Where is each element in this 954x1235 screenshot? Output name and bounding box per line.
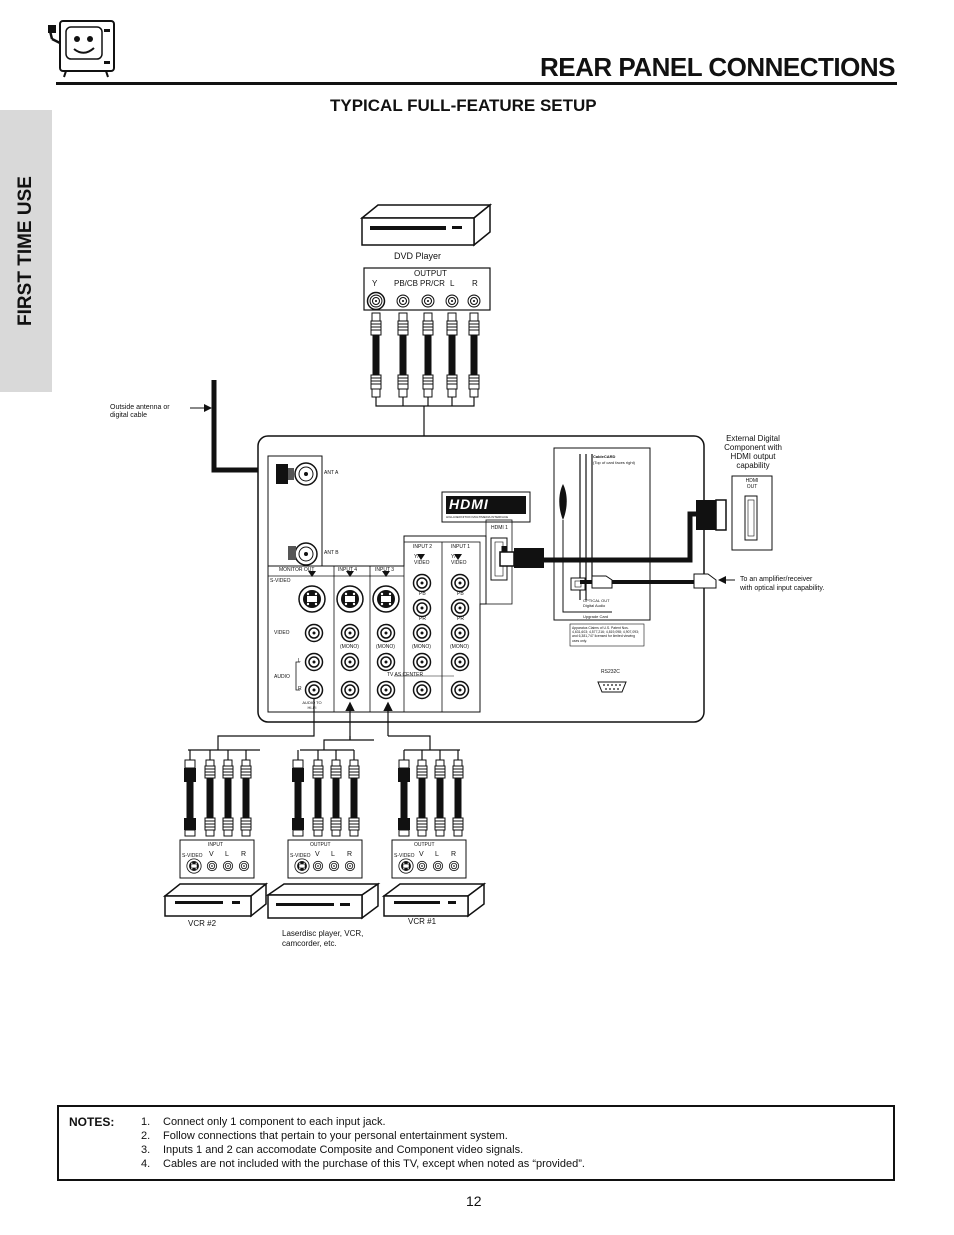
s-video-label: S-VIDEO: [270, 578, 291, 584]
cablecard-note: (Top of card faces right): [593, 460, 636, 465]
connection-diagram: [162, 203, 773, 920]
vcr1-v: V: [419, 851, 424, 858]
vcr1-s-video: S-VIDEO: [394, 853, 415, 859]
input1-y-video: Y/ VIDEO: [451, 554, 467, 566]
note-item: 4.Cables are not included with the purch…: [141, 1158, 585, 1170]
vcr2-v: V: [209, 851, 214, 858]
vcr2-label: VCR #2: [188, 919, 217, 928]
input4-mono: (MONO): [340, 644, 359, 650]
audio-r-label: R: [298, 686, 302, 692]
upgrade-card-label: Upgrade Card: [583, 614, 609, 619]
antenna-label-2: digital cable: [110, 412, 147, 419]
note-item: 1.Connect only 1 component to each input…: [141, 1116, 386, 1128]
input3-label: INPUT 3: [375, 567, 395, 573]
vcr1-label: VCR #1: [408, 917, 437, 926]
page-title: REAR PANEL CONNECTIONS: [540, 52, 895, 82]
amplifier-label-2: with optical input capability.: [740, 585, 825, 592]
video-label: VIDEO: [274, 630, 290, 636]
monitor-out-label: MONITOR OUT: [279, 567, 315, 573]
vcr1-icon: [381, 882, 487, 918]
hdmi1-label: HDMI 1: [491, 525, 508, 531]
tv-mascot-icon: [46, 17, 118, 79]
vcr1-r: R: [451, 851, 457, 858]
input3-mono: (MONO): [376, 644, 395, 650]
hdmi-out-label: HDMI OUT: [745, 478, 759, 490]
input4-label: INPUT 4: [338, 567, 358, 573]
notes-box: NOTES: 1.Connect only 1 component to eac…: [57, 1105, 895, 1181]
dvd-jack-y: Y: [372, 279, 378, 288]
laserdisc-panel-title: OUTPUT: [310, 842, 331, 848]
note-item: 3.Inputs 1 and 2 can accomodate Composit…: [141, 1144, 524, 1156]
tv-as-center-label: TV AS CENTER: [387, 672, 424, 678]
page-number: 12: [466, 1193, 482, 1209]
amplifier-label-1: To an amplifier/receiver: [740, 576, 813, 583]
optical-out-label: OPTICAL OUT: [583, 598, 610, 603]
audio-l-label: L: [298, 658, 301, 664]
optical-digital-label: Digital Audio: [583, 603, 606, 608]
ant-b-label: ANT B: [324, 550, 339, 556]
vcr2-icon: [162, 882, 269, 918]
vcr2-l: L: [225, 851, 229, 858]
external-hdmi-label: External Digital Component with HDMI out…: [724, 434, 782, 470]
cablecard-label: CableCARD: [593, 454, 616, 459]
dvd-player-label: DVD Player: [394, 251, 442, 261]
ant-a-label: ANT A: [324, 470, 339, 476]
dvd-jack-pb: PB/CB: [394, 279, 419, 288]
antenna-label-1: Outside antenna or: [110, 404, 170, 411]
patent-notice: Apparatus Claims of U.S. Patent Nos. 4,6…: [572, 626, 639, 643]
laserdisc-icon: [265, 882, 381, 920]
note-item: 2.Follow connections that pertain to you…: [141, 1130, 508, 1142]
input1-mono: (MONO): [450, 644, 469, 650]
input2-label: INPUT 2: [413, 544, 433, 550]
laserdisc-label: Laserdisc player, VCR, camcorder, etc.: [282, 929, 364, 948]
hdmi-tagline: HIGH-DEFINITION MULTIMEDIA INTERFACE: [446, 515, 509, 519]
input2-pr: PR: [419, 616, 426, 622]
input2-y-video: Y/ VIDEO: [414, 554, 430, 566]
laserdisc-r: R: [347, 851, 353, 858]
vcr2-r: R: [241, 851, 247, 858]
vcr1-panel-title: OUTPUT: [414, 842, 435, 848]
input2-pb: PB: [419, 591, 426, 597]
laserdisc-l: L: [331, 851, 335, 858]
section-subtitle: TYPICAL FULL-FEATURE SETUP: [330, 96, 597, 115]
dvd-jack-r: R: [472, 279, 478, 288]
dvd-player-icon: [359, 203, 493, 247]
laserdisc-v: V: [315, 851, 320, 858]
tv-rear-panel: [257, 435, 705, 723]
vcr2-s-video: S-VIDEO: [182, 853, 203, 859]
input2-mono: (MONO): [412, 644, 431, 650]
laserdisc-s-video: S-VIDEO: [290, 853, 311, 859]
hdmi-logo: HDMI: [449, 496, 489, 512]
side-tab: FIRST TIME USE: [0, 110, 52, 392]
input1-label: INPUT 1: [451, 544, 471, 550]
title-rule: [56, 82, 897, 85]
dvd-jack-l: L: [450, 279, 455, 288]
input1-pb: PB: [457, 591, 464, 597]
dvd-jack-pr: PR/CR: [420, 279, 445, 288]
dvd-output-label: OUTPUT: [414, 269, 447, 278]
notes-heading: NOTES:: [69, 1115, 115, 1129]
vcr1-l: L: [435, 851, 439, 858]
rs232c-label: RS232C: [601, 669, 620, 675]
audio-to-hifi-label: AUDIO TO HI-FI: [302, 700, 322, 710]
audio-label: AUDIO: [274, 674, 290, 680]
input1-pr: PR: [457, 616, 464, 622]
vcr2-panel-title: INPUT: [208, 842, 223, 848]
